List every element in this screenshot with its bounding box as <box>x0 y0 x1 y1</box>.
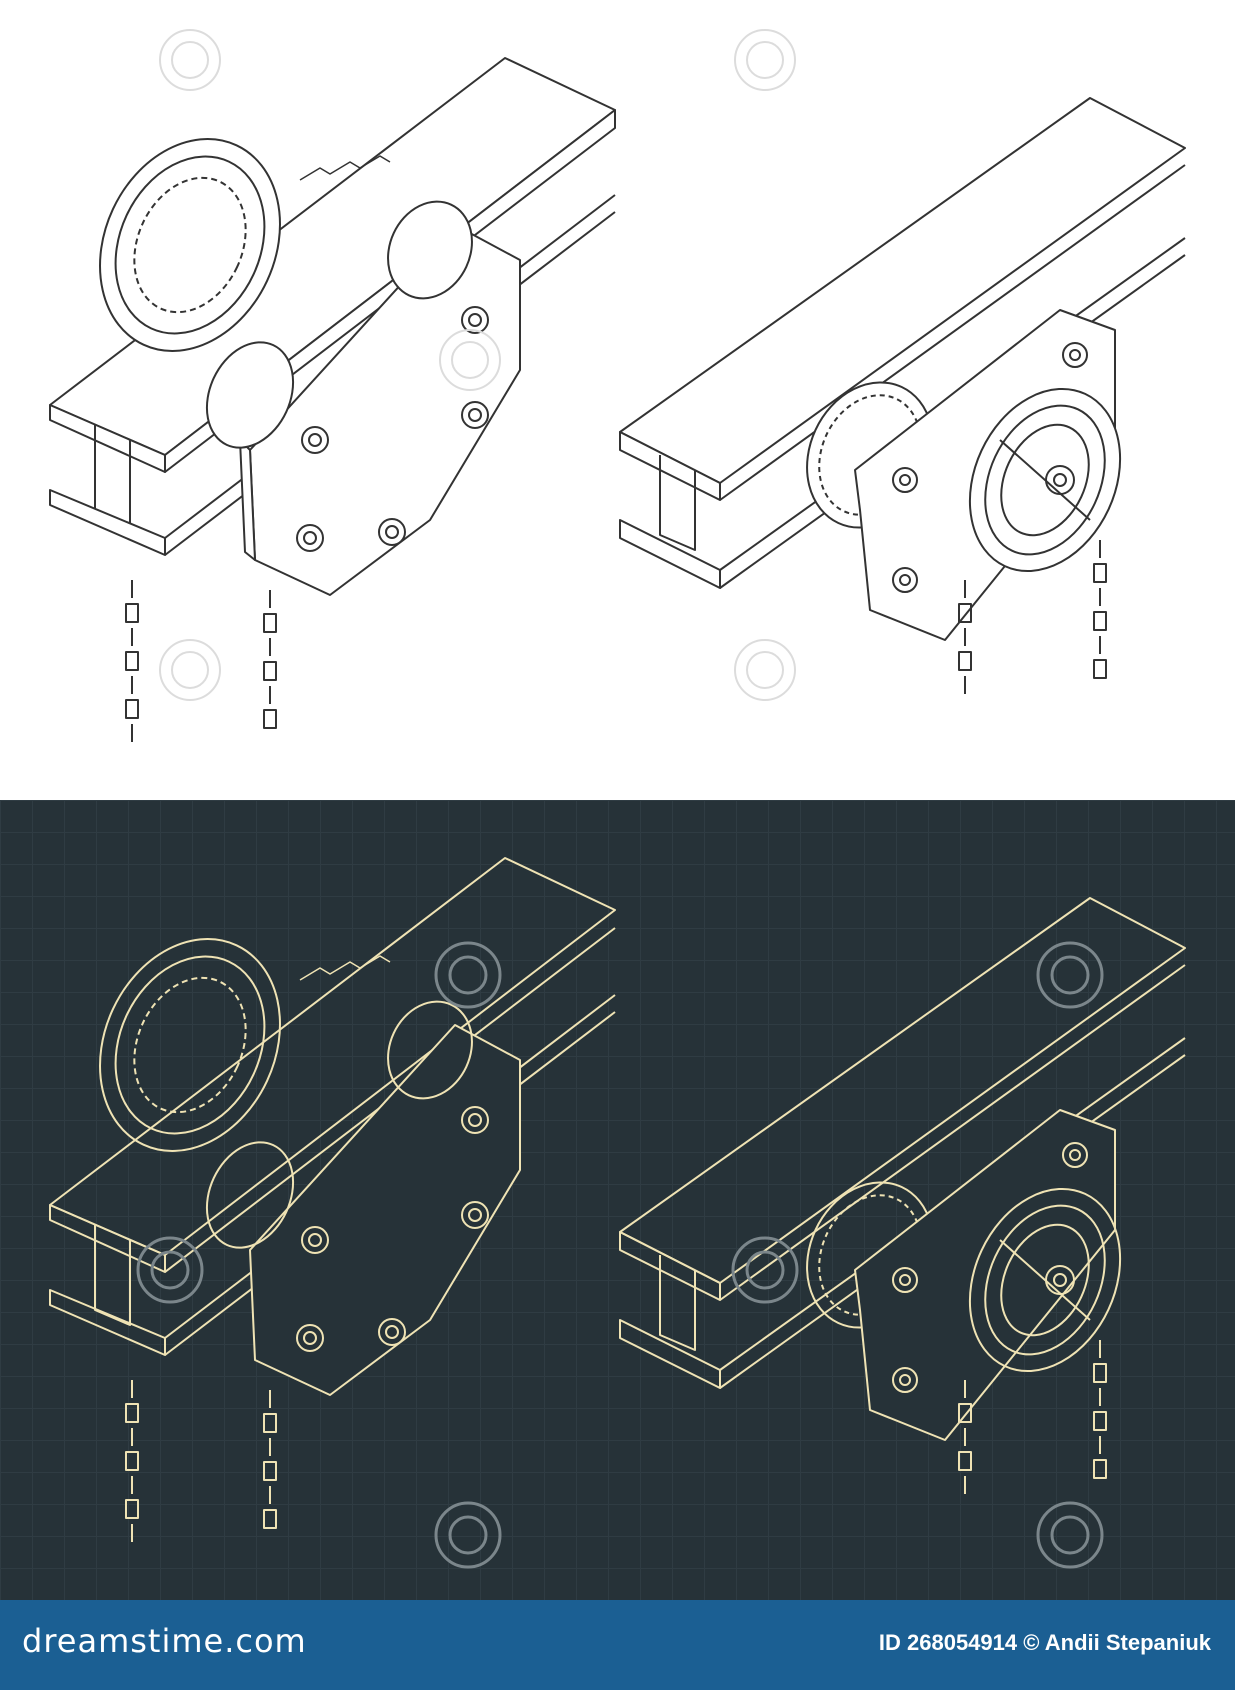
light-drawing-panel <box>0 0 1235 800</box>
brand-logo-text: dreamstime.com <box>22 1622 307 1660</box>
left-trolley-hoist <box>49 57 616 742</box>
light-watermarks <box>159 29 796 701</box>
author-credit: © Andii Stepaniuk <box>1023 1630 1211 1655</box>
dark-hoist-drawings <box>49 857 1186 1569</box>
dark-left-trolley-hoist <box>49 857 616 1542</box>
light-hoist-drawings <box>49 29 1186 742</box>
dark-drawing-panel <box>0 800 1235 1600</box>
dark-right-trolley-hoist <box>619 897 1186 1494</box>
image-credit: ID 268054914 © Andii Stepaniuk <box>879 1630 1211 1656</box>
dark-watermarks <box>136 941 1104 1569</box>
right-trolley-hoist <box>619 97 1186 694</box>
footer-bar: dreamstime.com ID 268054914 © Andii Step… <box>0 1600 1235 1690</box>
image-id: ID 268054914 <box>878 1630 1018 1655</box>
